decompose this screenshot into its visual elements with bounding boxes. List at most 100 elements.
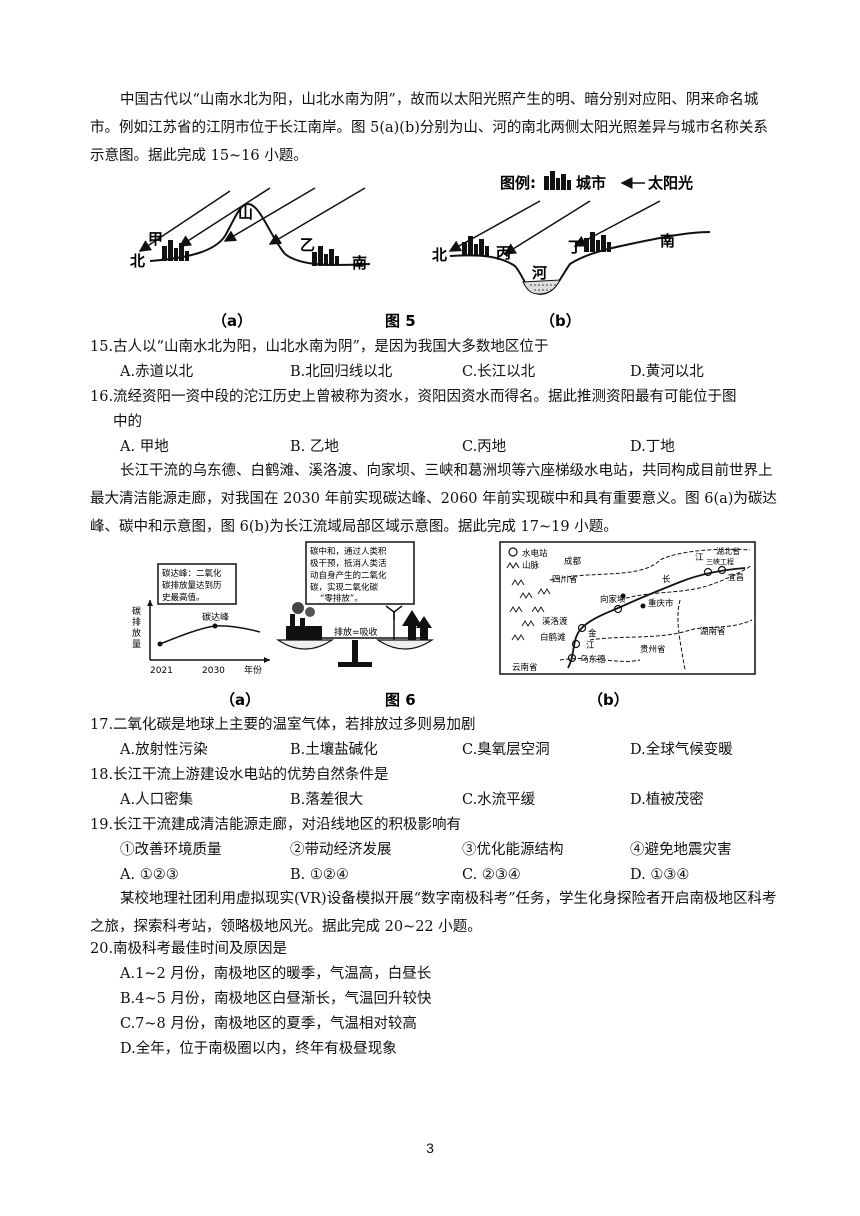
q15-option-c[interactable]: C.长江以北 [462,364,536,380]
map-xiluodu: 溪洛渡 [542,616,568,627]
map-guizhou: 贵州省 [640,644,666,655]
map-wudongde: 乌东德 [580,654,606,665]
q19-statement-2: ②带动经济发展 [290,842,392,858]
q20-option-b[interactable]: B.4~5 月份，南极地区白昼渐长，气温回升较快 [120,991,432,1007]
map-chang: 长 [662,574,671,585]
legend-mountain: 山脉 [522,560,540,571]
map-yichang: 宜昌 [728,572,744,582]
caption-5a: （a） [212,312,252,330]
q17-option-d[interactable]: D.全球气候变暖 [630,742,733,758]
q19-option-c[interactable]: C. ②③④ [462,867,521,883]
neutral-box-line-3: 动自身产生的二氧化 [310,570,387,581]
xaxis-unit: 年份 [244,664,262,676]
q18-option-d[interactable]: D.植被茂密 [630,792,704,808]
question-15-options: A.赤道以北 B.北回归线以北 C.长江以北 D.黄河以北 [120,359,760,385]
q15-option-b[interactable]: B.北回归线以北 [290,364,393,380]
q18-option-b[interactable]: B.落差很大 [290,792,364,808]
question-17-options: A.放射性污染 B.土壤盐碱化 C.臭氧层空洞 D.全球气候变暖 [120,737,760,763]
q20-option-a[interactable]: A.1~2 月份，南极地区的暖季，气温高，白昼长 [120,966,432,982]
q18-option-c[interactable]: C.水流平缓 [462,792,536,808]
q16-option-c[interactable]: C.丙地 [462,439,507,455]
label-bing: 丙 [496,244,511,262]
caption-figure-5: 图 5 [385,312,416,330]
yangtze-river [567,567,746,669]
figure-6b-map: 水电站 山脉 [499,541,756,675]
question-16-options: A. 甲地 B. 乙地 C.丙地 D.丁地 [120,434,760,460]
map-chengdu: 成都 [564,556,582,567]
q18-option-a[interactable]: A.人口密集 [120,792,194,808]
peak-box-line-3: 史最高值。 [162,592,205,603]
question-17: 17.二氧化碳是地球上主要的温室气体，若排放过多则易加剧 [90,717,476,733]
q20-option-d[interactable]: D.全年，位于南极圈以内，终年有极昼现象 [120,1041,397,1057]
label-river: 河 [532,264,547,282]
question-16: 16.流经资阳一资中段的沱江历史上曾被称为资水，资阳因资水而得名。据此推测资阳最… [90,389,737,405]
city-bing-icon [462,236,489,256]
map-sanxia: 三峡工程 [706,557,734,566]
neutral-box-line-1: 碳中和，通过人类积 [310,546,387,557]
ylabel-1: 碳 [132,605,141,617]
factory-icon [286,602,322,640]
peak-box-line-1: 碳达峰：二氧化 [162,568,222,579]
tree-wind-icon [385,605,432,640]
peak-label: 碳达峰 [202,611,229,623]
q19-option-d[interactable]: D. ①③④ [630,867,690,883]
q17-option-c[interactable]: C.臭氧层空洞 [462,742,550,758]
q20-option-c[interactable]: C.7~8 月份，南极地区的夏季，气温相对较高 [120,1016,417,1032]
ylabel-4: 量 [132,639,141,650]
q17-option-a[interactable]: A.放射性污染 [120,742,208,758]
map-yunnan: 云南省 [512,662,538,673]
figure-6a: 碳达峰：二氧化 碳排放量达到历 史最高值。 碳 排 放 量 碳达峰 2021 2… [132,563,270,676]
label-yi: 乙 [300,236,315,254]
legend-title: 图例: [500,174,536,192]
q15-option-a[interactable]: A.赤道以北 [120,364,194,380]
intro-paragraph-15-16: 中国古代以“山南水北为阳，山北水南为阴”，故而以太阳光照产生的明、暗分别对应阳、… [90,92,768,164]
q15-option-d[interactable]: D.黄河以北 [630,364,704,380]
xtick-2030: 2030 [202,666,225,676]
legend-city-icon [544,171,571,190]
neutral-box-line-5: “零排放”。 [320,593,363,604]
map-baihetan: 白鹤滩 [540,632,566,643]
legend-sun-label: 太阳光 [648,174,693,192]
neutral-definition-box [305,541,415,605]
figure-6a-balance: 碳中和，通过人类积 极干预，抵消人类活 动自身产生的二氧化 碳，实现二氧化碳 “… [276,541,434,667]
mountain-symbols [509,579,551,641]
q16-option-a[interactable]: A. 甲地 [120,439,169,455]
neutral-box-line-4: 碳，实现二氧化碳 [310,582,379,593]
question-19: 19.长江干流建成清洁能源走廊，对沿线地区的积极影响有 [90,817,462,833]
question-18-options: A.人口密集 B.落差很大 C.水流平缓 D.植被茂密 [120,787,760,813]
map-jiang-2: 江 [586,641,595,651]
q17-option-b[interactable]: B.土壤盐碱化 [290,742,378,758]
label-ding: 丁 [568,238,583,256]
q16-option-d[interactable]: D.丁地 [630,439,675,455]
emission-curve [159,625,261,645]
balance-label: 排放=吸收 [334,626,378,638]
question-16-cont: 中的 [113,414,142,430]
intro-paragraph-20-22: 某校地理社团利用虚拟现实(VR)设备模拟开展“数字南极科考”任务，学生化身探险者… [90,891,777,935]
caption-figure-6: 图 6 [385,691,416,709]
mountain-label: 山 [238,204,253,222]
mountain-legend-icon [506,562,520,569]
peak-box-line-2: 碳排放量达到历 [162,580,222,591]
legend-hydropower: 水电站 [522,548,548,559]
question-18: 18.长江干流上游建设水电站的优势自然条件是 [90,767,389,783]
peak-definition-box [157,563,237,605]
q16-option-b[interactable]: B. 乙地 [290,439,339,455]
map-jin: 金 [588,628,597,639]
caption-6b: （b） [588,691,629,709]
intro-paragraph-17-19: 长江干流的乌东德、白鹤滩、溪洛渡、向家坝、三峡和葛洲坝等六座梯级水电站，共同构成… [90,463,777,535]
ylabel-2: 排 [132,616,141,628]
legend-city-label: 城市 [576,174,606,192]
city-jia-icon [162,240,189,261]
q19-statement-1: ①改善环境质量 [120,842,222,858]
caption-6a: （a） [220,691,260,709]
q19-option-a[interactable]: A. ①②③ [120,867,179,883]
map-xiangjiaba: 向家坝 [600,594,626,605]
question-19-options: A. ①②③ B. ①②④ C. ②③④ D. ①③④ [120,862,760,888]
q19-option-b[interactable]: B. ①②④ [290,867,349,883]
label-south-a: 南 [352,254,367,272]
map-hunan: 湖南省 [700,626,726,637]
question-15: 15.古人以“山南水北为阳，山北水南为阴”，是因为我国大多数地区位于 [90,339,549,355]
label-jia: 甲 [148,230,163,248]
q19-statement-4: ④避免地震灾害 [630,842,732,858]
